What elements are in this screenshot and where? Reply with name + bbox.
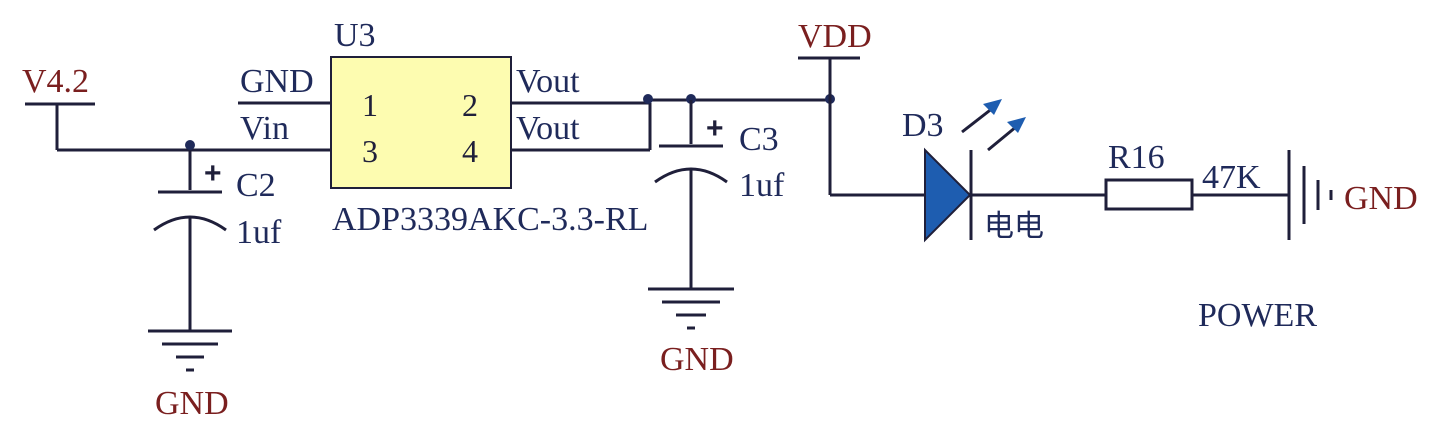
c2-polarity: +: [204, 157, 222, 190]
junction-dot: [643, 94, 653, 104]
r16-body: [1104, 178, 1194, 211]
regulator-u3: U3 ADP3339AKC-3.3-RL 1 2 3 4 GND Vout Vi…: [238, 17, 650, 238]
net-vdd: VDD: [798, 18, 925, 197]
ground-symbol-c2: GND: [148, 329, 232, 422]
c2-value: 1uf: [236, 214, 282, 251]
u3-pin4-name: Vout: [516, 110, 580, 147]
capacitor-c3: + C3 1uf: [654, 100, 785, 288]
junction-dot: [686, 94, 696, 104]
d3-label: 电电: [984, 209, 1044, 244]
c3-value: 1uf: [739, 167, 785, 204]
net-label-v42: V4.2: [22, 63, 89, 100]
u3-designator: U3: [334, 17, 376, 54]
led-arrow-head: [1007, 117, 1026, 133]
r16-value: 47K: [1202, 159, 1261, 196]
gnd-label-c2: GND: [155, 385, 229, 422]
ground-symbol-r16: GND: [1287, 150, 1418, 240]
junction-dot: [185, 140, 195, 150]
r16-designator: R16: [1108, 139, 1165, 176]
u3-pin2-number: 2: [462, 87, 478, 123]
led-triangle: [924, 147, 972, 243]
c2-designator: C2: [236, 167, 276, 204]
u3-pin1-name: GND: [240, 63, 314, 100]
net-label-vdd: VDD: [798, 18, 872, 55]
u3-pin1-number: 1: [362, 87, 378, 123]
led-d3: D3 电电: [902, 99, 1106, 244]
gnd-label-c3: GND: [660, 341, 734, 378]
led-arrow-head: [983, 99, 1002, 115]
c3-designator: C3: [739, 121, 779, 158]
capacitor-c2: + C2 1uf: [153, 150, 282, 330]
resistor-r16: R16 47K: [1104, 139, 1288, 211]
gnd-label-r16: GND: [1344, 180, 1418, 217]
u3-pin3-number: 3: [362, 133, 378, 169]
net-v42: V4.2: [22, 63, 332, 152]
d3-designator: D3: [902, 107, 944, 144]
u3-pin3-name: Vin: [240, 110, 289, 147]
u3-pin2-name: Vout: [516, 63, 580, 100]
u3-body: [330, 56, 512, 189]
ground-symbol-c3: GND: [648, 287, 734, 378]
c3-polarity: +: [706, 112, 724, 145]
power-label: POWER: [1198, 297, 1317, 334]
u3-part-number: ADP3339AKC-3.3-RL: [332, 201, 648, 238]
u3-pin4-number: 4: [462, 133, 478, 169]
